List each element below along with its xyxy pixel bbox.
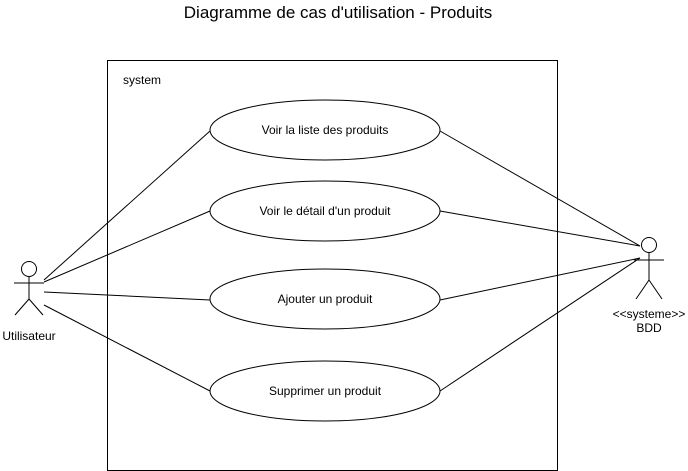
association-user-uc2 xyxy=(43,210,211,283)
use-case-label: Voir la liste des produits xyxy=(262,123,389,137)
use-case-supprimer[interactable]: Supprimer un produit xyxy=(209,360,441,422)
actor-bdd-label: BDD xyxy=(636,321,662,335)
actor-right-leg xyxy=(28,298,44,316)
association-uc4-db xyxy=(439,257,641,392)
actor-head xyxy=(21,261,37,277)
actor-bdd[interactable]: <<systeme>> BDD xyxy=(613,237,686,336)
association-uc3-db xyxy=(439,257,641,301)
association-user-uc1 xyxy=(43,130,211,281)
use-case-voir-detail[interactable]: Voir le détail d'un produit xyxy=(209,180,441,242)
system-label: system xyxy=(123,73,161,87)
actor-left-leg xyxy=(635,279,650,300)
actor-head xyxy=(641,237,657,253)
use-case-label: Voir le détail d'un produit xyxy=(259,204,391,218)
association-uc2-db xyxy=(439,210,641,247)
association-user-uc4 xyxy=(43,304,211,392)
actor-right-leg xyxy=(648,279,663,300)
actor-bdd-stereotype: <<systeme>> xyxy=(613,307,686,321)
use-case-label: Supprimer un produit xyxy=(269,384,382,398)
association-user-uc3 xyxy=(43,291,211,301)
use-case-ajouter[interactable]: Ajouter un produit xyxy=(209,268,441,330)
actor-left-leg xyxy=(14,298,30,316)
actor-utilisateur-label: Utilisateur xyxy=(2,329,55,343)
use-case-voir-liste[interactable]: Voir la liste des produits xyxy=(209,99,441,161)
actor-utilisateur[interactable]: Utilisateur xyxy=(2,261,56,344)
diagram-title: Diagramme de cas d'utilisation - Produit… xyxy=(184,3,492,22)
use-case-label: Ajouter un produit xyxy=(278,292,373,306)
association-uc1-db xyxy=(439,130,641,247)
